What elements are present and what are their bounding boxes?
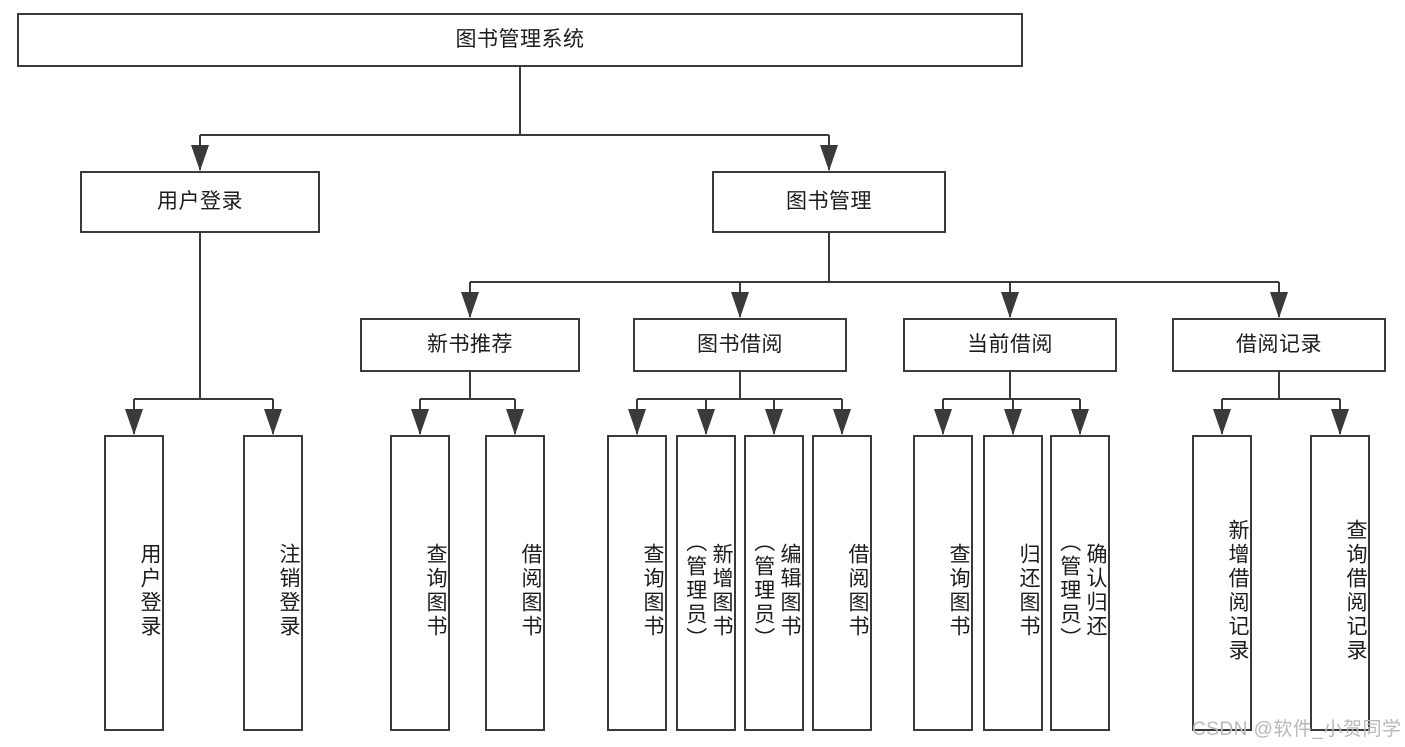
- node-label: 查询借阅记录: [1344, 519, 1367, 663]
- node-l4-c4[interactable]: 借阅图书: [812, 435, 872, 731]
- node-label: 编辑图书 （管理员）: [751, 531, 801, 651]
- node-l4-c2[interactable]: 新增图书 （管理员）: [676, 435, 736, 731]
- node-l4-b1[interactable]: 查询图书: [390, 435, 450, 731]
- node-l4-c1[interactable]: 查询图书: [607, 435, 667, 731]
- node-l4-c3[interactable]: 编辑图书 （管理员）: [744, 435, 804, 731]
- node-l4-a1[interactable]: 用户登录: [104, 435, 164, 731]
- node-label: 新增借阅记录: [1226, 519, 1249, 663]
- node-l3-new[interactable]: 新书推荐: [360, 318, 580, 372]
- node-l4-a2[interactable]: 注销登录: [243, 435, 303, 731]
- node-l2-book[interactable]: 图书管理: [712, 171, 946, 233]
- node-label: 图书借阅: [697, 333, 783, 357]
- node-label: 查询图书: [424, 543, 447, 639]
- node-label: 新增图书 （管理员）: [683, 531, 733, 651]
- node-l3-record[interactable]: 借阅记录: [1172, 318, 1386, 372]
- node-root[interactable]: 图书管理系统: [17, 13, 1023, 67]
- csdn-watermark: CSDN @软件_小贺同学: [1192, 719, 1402, 740]
- node-label: 注销登录: [277, 543, 300, 639]
- node-label: 借阅图书: [846, 543, 869, 639]
- node-label: 图书管理: [786, 190, 872, 214]
- node-label: 确认归还 （管理员）: [1057, 531, 1107, 651]
- node-l4-d2[interactable]: 归还图书: [983, 435, 1043, 731]
- node-label: 借阅记录: [1236, 333, 1322, 357]
- node-label: 当前借阅: [967, 333, 1053, 357]
- node-l3-borrow[interactable]: 图书借阅: [633, 318, 847, 372]
- node-label: 图书管理系统: [455, 28, 585, 52]
- node-l4-b2[interactable]: 借阅图书: [485, 435, 545, 731]
- node-label: 新书推荐: [427, 333, 513, 357]
- node-l4-e1[interactable]: 新增借阅记录: [1192, 435, 1252, 731]
- node-l4-d1[interactable]: 查询图书: [913, 435, 973, 731]
- node-l4-d3[interactable]: 确认归还 （管理员）: [1050, 435, 1110, 731]
- node-label: 借阅图书: [519, 543, 542, 639]
- node-label: 查询图书: [641, 543, 664, 639]
- node-l4-e2[interactable]: 查询借阅记录: [1310, 435, 1370, 731]
- node-label: 查询图书: [947, 543, 970, 639]
- node-label: 用户登录: [138, 543, 161, 639]
- node-label: 用户登录: [157, 190, 243, 214]
- node-l3-current[interactable]: 当前借阅: [903, 318, 1117, 372]
- node-label: 归还图书: [1017, 543, 1040, 639]
- node-l2-login[interactable]: 用户登录: [80, 171, 320, 233]
